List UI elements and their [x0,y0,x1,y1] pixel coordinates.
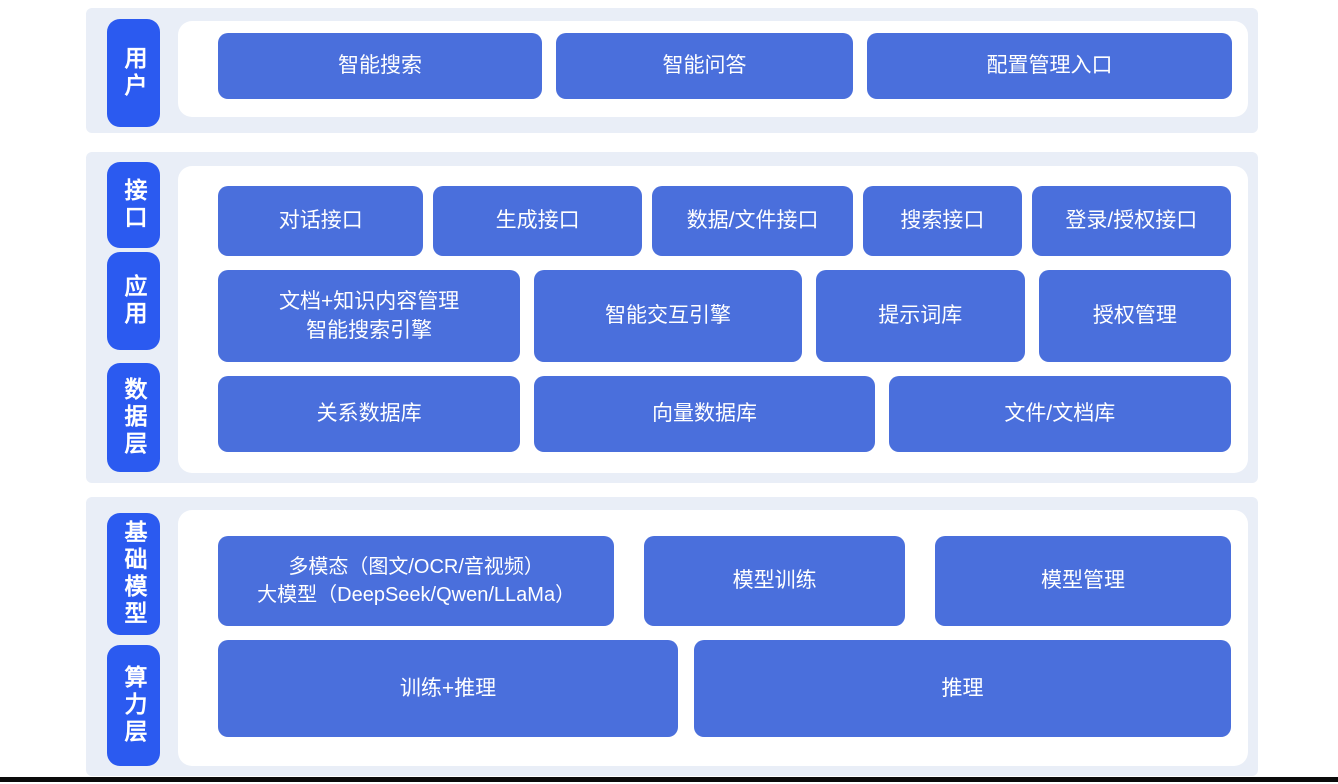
node-training-inference: 训练+推理 [218,640,678,737]
node-doc-knowledge-search-engine: 文档+知识内容管理 智能搜索引擎 [218,270,521,362]
layer-tab-user-label: 用户 [121,46,147,100]
node-inference: 推理 [694,640,1231,737]
layer-tab-application-label: 应用 [121,274,147,328]
layer-tab-data-label: 数据层 [121,377,147,458]
node-smart-search: 智能搜索 [218,33,542,99]
node-relational-db: 关系数据库 [218,376,521,452]
bottom-layers-band: 基础模型 算力层 多模态（图文/OCR/音视频） 大模型（DeepSeek/Qw… [86,497,1258,776]
node-model-training: 模型训练 [644,536,906,626]
node-file-doc-store: 文件/文档库 [888,376,1231,452]
bottom-layers-panel: 多模态（图文/OCR/音视频） 大模型（DeepSeek/Qwen/LLaMa）… [178,510,1248,766]
layer-tab-application: 应用 [107,252,160,350]
layer-tab-compute: 算力层 [107,645,160,766]
data-row: 关系数据库 向量数据库 文件/文档库 [218,376,1231,452]
node-model-management: 模型管理 [935,536,1232,626]
layer-tab-data: 数据层 [107,363,160,472]
node-smart-interaction-engine: 智能交互引擎 [534,270,802,362]
node-generation-api: 生成接口 [433,186,642,256]
layer-tab-user: 用户 [107,19,160,127]
user-layer-row: 智能搜索 智能问答 配置管理入口 [218,33,1232,99]
node-dialog-api: 对话接口 [218,186,424,256]
user-layer-band: 用户 智能搜索 智能问答 配置管理入口 [86,8,1258,133]
interface-row: 对话接口 生成接口 数据/文件接口 搜索接口 登录/授权接口 [218,186,1231,256]
node-auth-management: 授权管理 [1038,270,1232,362]
node-vector-db: 向量数据库 [534,376,875,452]
layer-tab-compute-label: 算力层 [121,665,147,746]
bottom-divider-line [0,777,1338,782]
node-config-management-entry: 配置管理入口 [867,33,1232,99]
layer-tab-interface: 接口 [107,162,160,248]
node-login-auth-api: 登录/授权接口 [1031,186,1231,256]
user-layer-panel: 智能搜索 智能问答 配置管理入口 [178,21,1248,117]
middle-layers-band: 接口 应用 数据层 对话接口 生成接口 数据/文件接口 搜索接口 登录/授权接口… [86,152,1258,483]
compute-row: 训练+推理 推理 [218,640,1231,737]
layer-tab-foundation-model-label: 基础模型 [121,520,147,628]
middle-layers-panel: 对话接口 生成接口 数据/文件接口 搜索接口 登录/授权接口 文档+知识内容管理… [178,166,1248,473]
node-smart-qa: 智能问答 [556,33,853,99]
node-multimodal-llm: 多模态（图文/OCR/音视频） 大模型（DeepSeek/Qwen/LLaMa） [218,536,615,626]
node-prompt-library: 提示词库 [815,270,1025,362]
layer-tab-foundation-model: 基础模型 [107,513,160,635]
foundation-model-row: 多模态（图文/OCR/音视频） 大模型（DeepSeek/Qwen/LLaMa）… [218,536,1232,626]
node-data-file-api: 数据/文件接口 [651,186,854,256]
layer-tab-interface-label: 接口 [121,178,147,232]
application-row: 文档+知识内容管理 智能搜索引擎 智能交互引擎 提示词库 授权管理 [218,270,1232,362]
node-search-api: 搜索接口 [863,186,1022,256]
